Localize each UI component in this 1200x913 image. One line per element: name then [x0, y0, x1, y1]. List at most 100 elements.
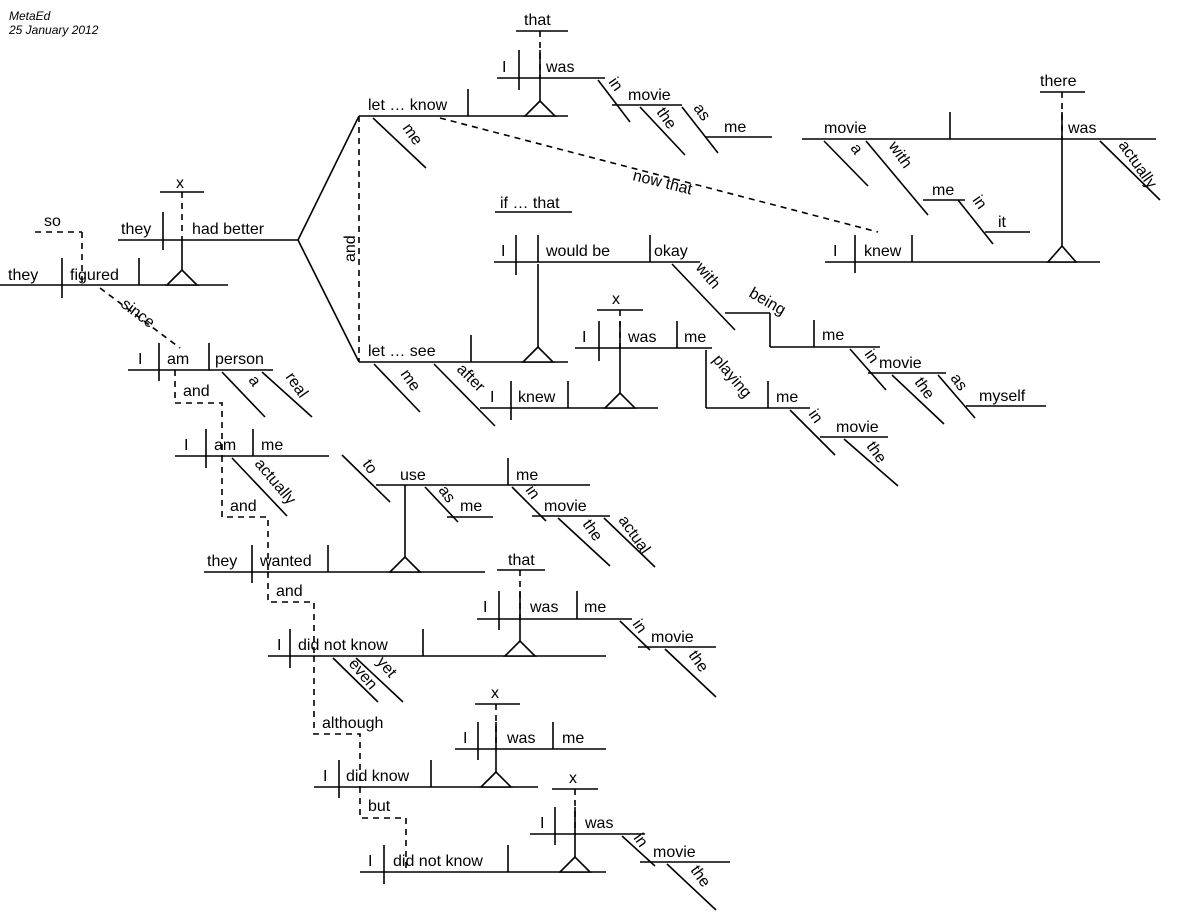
word-a-1: a [847, 141, 866, 158]
word-me-3: me [932, 182, 954, 199]
word-after: after [453, 361, 488, 396]
word-movie-6: movie [651, 629, 694, 646]
word-am-1: am [167, 351, 189, 368]
word-actually-1: actually [1115, 138, 1160, 192]
word-playing: playing [709, 352, 755, 402]
word-i-7: I [184, 437, 188, 454]
word-it: it [998, 214, 1007, 231]
word-with-1: with [884, 138, 915, 172]
word-movie-5: movie [544, 498, 587, 515]
word-as-1: as [690, 101, 714, 125]
word-actually-2: actually [251, 456, 299, 508]
word-let-see: let … see [368, 343, 436, 360]
word-i-3: I [501, 243, 505, 260]
main-clause: they figured so since [0, 213, 228, 349]
header-date: 25 January 2012 [8, 23, 99, 37]
word-me-4: me [397, 367, 424, 395]
word-but: but [368, 798, 391, 815]
clause-they-had-better: they had better x and [118, 115, 360, 363]
word-i-4: I [490, 389, 494, 406]
word-me-11: me [584, 599, 606, 616]
word-figured: figured [70, 267, 119, 284]
word-there: there [1040, 73, 1077, 90]
word-i-12: I [368, 853, 372, 870]
clause-i-did-know: I did know I was me x but [314, 685, 606, 872]
clause-i-knew-1: I knew [825, 235, 1100, 273]
word-that-1: that [524, 12, 551, 29]
word-x-3: x [491, 685, 499, 702]
word-and-3: and [276, 583, 303, 600]
word-myself: myself [979, 388, 1026, 405]
word-did-not-know-2: did not know [393, 853, 483, 870]
word-and-fork: and [342, 235, 359, 262]
word-since: since [118, 296, 158, 332]
word-me-2: me [724, 119, 746, 136]
word-did-know: did know [346, 768, 410, 785]
word-the-3: the [863, 439, 890, 467]
clause-i-knew-2: I knew [480, 348, 658, 420]
word-was-2: was [1067, 120, 1096, 137]
word-as-2: as [947, 371, 971, 395]
word-a-2: a [245, 373, 264, 390]
word-i-1: I [502, 59, 506, 76]
word-x-2: x [612, 291, 620, 308]
word-was-4: was [529, 599, 558, 616]
word-person: person [215, 351, 264, 368]
word-i-13: I [540, 815, 544, 832]
clause-let-know: let … know me now that [359, 78, 879, 233]
word-was-6: was [584, 815, 613, 832]
word-i-6: I [138, 351, 142, 368]
word-with-2: with [691, 259, 723, 292]
word-me-1: me [399, 121, 426, 149]
word-had-better: had better [192, 221, 265, 238]
word-movie-2: movie [824, 120, 867, 137]
word-knew-1: knew [864, 243, 902, 260]
word-that-2: that [508, 552, 535, 569]
word-i-9: I [483, 599, 487, 616]
word-so: so [44, 213, 61, 230]
clause-i-did-not-know-1: I did not know even yet although [268, 619, 606, 787]
word-movie-3: movie [879, 355, 922, 372]
word-okay: okay [654, 243, 688, 260]
header-author: MetaEd [9, 9, 51, 23]
clause-i-was-me-1: I was me x playing me in movie the [575, 291, 899, 487]
word-and-1: and [183, 383, 210, 400]
word-knew-2: knew [518, 389, 556, 406]
clause-movie-was: movie was there actually a with me in it [802, 73, 1161, 250]
word-me-6: me [684, 329, 706, 346]
clause-i-did-not-know-2: I did not know I was x in movie the [360, 770, 730, 911]
word-the-2: the [911, 375, 938, 403]
word-x-4: x [569, 770, 577, 787]
word-movie-4: movie [836, 419, 879, 436]
word-am-2: am [214, 437, 236, 454]
word-i-10: I [323, 768, 327, 785]
word-as-3: as [435, 483, 459, 507]
word-me-5: me [822, 327, 844, 344]
word-i-5: I [582, 329, 586, 346]
word-would-be: would be [545, 243, 610, 260]
clause-i-was-1: I was that in movie the as me [497, 12, 772, 156]
word-was-1: was [545, 59, 574, 76]
word-me-8: me [261, 437, 283, 454]
word-did-not-know-1: did not know [298, 637, 388, 654]
word-movie-7: movie [653, 844, 696, 861]
word-i-11: I [463, 730, 467, 747]
word-me-7: me [776, 389, 798, 406]
word-wanted: wanted [259, 553, 312, 570]
word-although: although [322, 715, 383, 732]
word-being: being [746, 285, 788, 319]
word-in-1: in [605, 75, 626, 95]
word-was-5: was [506, 730, 535, 747]
word-in-2: in [969, 193, 990, 213]
word-i-2: I [833, 243, 837, 260]
word-in-4: in [805, 407, 826, 427]
clause-i-was-me-2: I was me that in movie the [477, 552, 717, 698]
word-movie-1: movie [628, 87, 671, 104]
word-me-9: me [516, 467, 538, 484]
word-real: real [282, 370, 311, 402]
word-the-1: the [653, 105, 680, 133]
clause-they-wanted: they wanted to use me as me in movie the… [204, 454, 656, 656]
word-me-12: me [562, 730, 584, 747]
word-and-2: and [230, 498, 257, 515]
